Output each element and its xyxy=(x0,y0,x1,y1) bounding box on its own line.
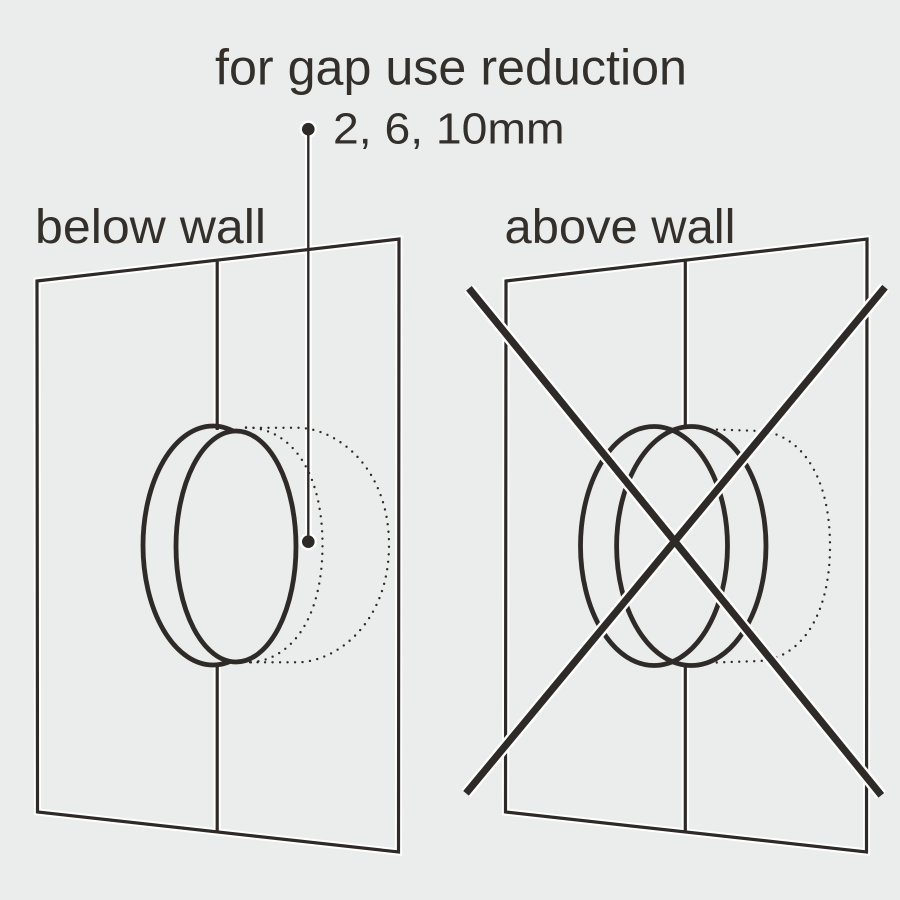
svg-text:above wall: above wall xyxy=(505,201,736,254)
svg-text:for gap use reduction: for gap use reduction xyxy=(215,40,687,96)
svg-text:below wall: below wall xyxy=(35,201,266,254)
svg-text:2, 6, 10mm: 2, 6, 10mm xyxy=(333,104,565,153)
